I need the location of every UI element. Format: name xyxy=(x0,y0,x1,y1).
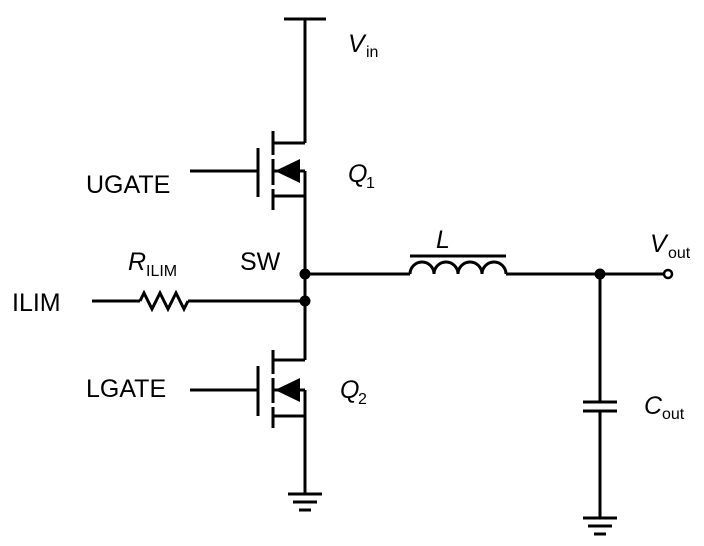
vin-subscript: in xyxy=(366,44,378,61)
q2-arrow-icon xyxy=(275,378,300,402)
vout-subscript: out xyxy=(668,245,691,262)
q1-label: Q xyxy=(348,160,367,188)
cout-subscript: out xyxy=(662,406,685,423)
rilim-resistor xyxy=(92,289,305,313)
ugate-label: UGATE xyxy=(86,171,170,199)
q1-mosfet xyxy=(190,131,307,210)
vout-terminal-icon xyxy=(662,268,674,280)
sw-label: SW xyxy=(240,248,281,276)
ground-cout-icon xyxy=(583,516,617,536)
ground-q2-icon xyxy=(288,416,322,512)
vout-label: V xyxy=(650,230,669,258)
rilim-label: R xyxy=(128,248,146,276)
output-capacitor xyxy=(583,274,617,518)
inductor xyxy=(305,254,668,276)
vin-label: V xyxy=(348,30,367,58)
vin-supply xyxy=(284,17,326,143)
ilim-label: ILIM xyxy=(12,289,61,317)
cout-label: C xyxy=(644,392,663,420)
inductor-label: L xyxy=(436,226,450,254)
q1-subscript: 1 xyxy=(366,175,375,192)
q2-mosfet xyxy=(190,350,307,428)
q2-label: Q xyxy=(340,376,359,404)
q1-arrow-icon xyxy=(275,159,300,183)
lgate-label: LGATE xyxy=(86,375,166,403)
q2-subscript: 2 xyxy=(358,391,367,408)
rilim-subscript: ILIM xyxy=(146,263,177,280)
